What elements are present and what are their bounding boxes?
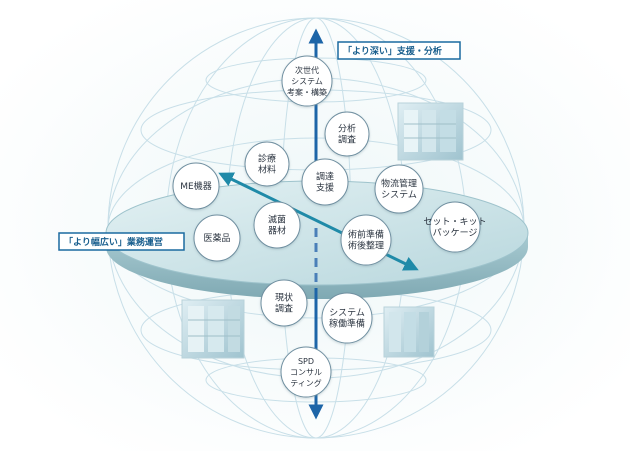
node-label: 稼働準備: [329, 318, 365, 330]
node-label: 滅菌: [268, 214, 286, 226]
node-label: 器材: [268, 225, 286, 237]
wide-operations-banner-text: 「より幅広い」業務運営: [64, 236, 163, 248]
node-label: 考案・構築: [287, 87, 327, 97]
node-label: 診療: [258, 153, 276, 165]
node-label: ME機器: [180, 180, 211, 192]
node-label: 調査: [338, 134, 356, 146]
node-label: 材料: [258, 164, 276, 176]
node-label: 支援: [316, 182, 334, 194]
node-label: SPD: [298, 357, 314, 366]
storage-photo-icon: [182, 300, 244, 358]
deep-support-banner: 「より深い」支援・分析: [338, 42, 460, 59]
warehouse-photo-icon: [398, 103, 463, 160]
node-me-equipment: ME機器: [173, 163, 219, 209]
node-pharma: 医薬品: [194, 215, 240, 261]
node-label: パッケージ: [433, 228, 478, 239]
node-label: システム: [329, 308, 365, 319]
operations-photo-icon: [384, 307, 434, 357]
deep-support-banner-text: 「より深い」支援・分析: [343, 45, 442, 57]
node-label: 現状: [275, 292, 293, 304]
node-label: コンサル: [290, 368, 322, 377]
node-label: 医薬品: [203, 232, 230, 244]
node-label: システム: [291, 77, 323, 86]
node-label: システム: [381, 190, 417, 201]
node-label: 調達: [316, 171, 334, 183]
wide-operations-banner: 「より幅広い」業務運営: [59, 233, 184, 250]
node-label: 術後整理: [348, 240, 384, 252]
node-label: 術前準備: [348, 229, 384, 241]
node-label: 調査: [275, 303, 293, 315]
node-label: 物流管理: [381, 178, 417, 190]
node-label: セット・キット: [423, 217, 486, 228]
node-label: ティング: [290, 378, 322, 388]
node-label: 分析: [338, 123, 356, 135]
node-label: 次世代: [295, 65, 319, 75]
